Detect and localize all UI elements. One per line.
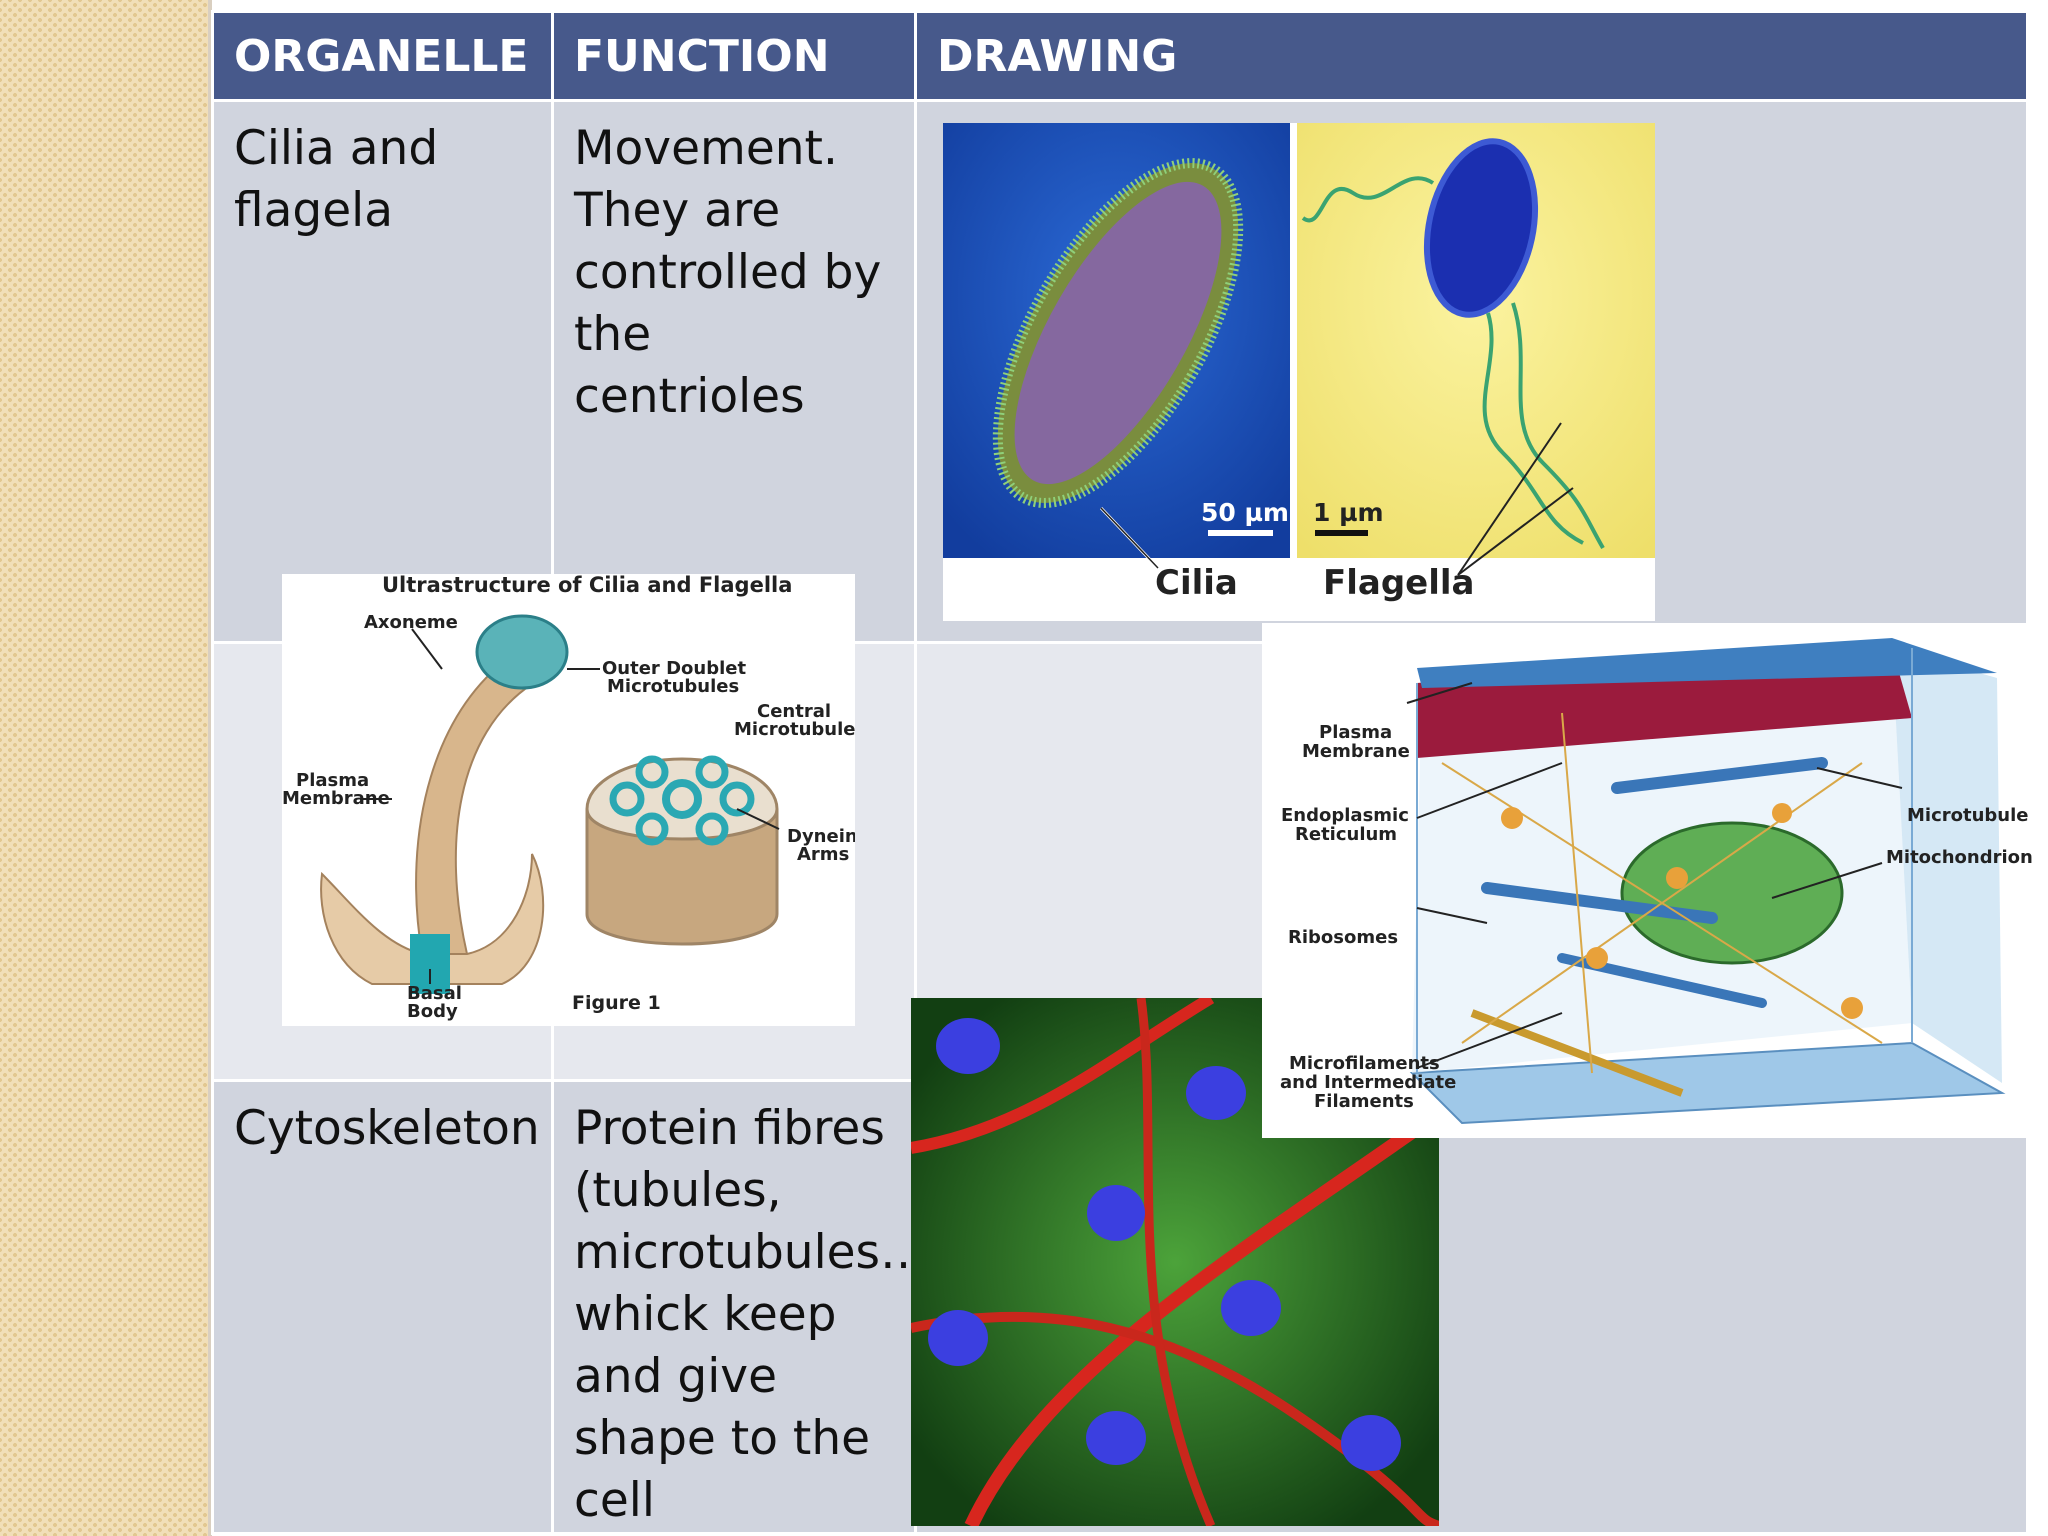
nucleus: [1186, 1066, 1246, 1120]
ultrastructure-figure: Ultrastructure of Cilia and Flagella Axo…: [282, 574, 855, 1026]
actin-fiber: [1136, 998, 1216, 1526]
outer-doublet-label: Outer Doublet: [602, 658, 746, 679]
microtubule-label: Microtubule: [1907, 805, 2029, 826]
outer-doublet-label: Microtubules: [607, 676, 739, 697]
top-plate: [1417, 638, 1997, 688]
dynein-label: Arms: [797, 844, 849, 865]
basal-label: Body: [407, 1001, 458, 1022]
er-label: Endoplasmic: [1281, 805, 1409, 826]
mitochondrion-label: Mitochondrion: [1886, 847, 2033, 868]
doublet-microtubule: [635, 755, 669, 789]
doublet-microtubule: [635, 812, 669, 846]
ultrastructure-svg: Ultrastructure of Cilia and Flagella Axo…: [282, 574, 855, 1022]
nucleus: [1086, 1411, 1146, 1465]
doublet-microtubule: [719, 781, 755, 817]
nucleus: [928, 1310, 988, 1366]
lower-plate: [1409, 1041, 2006, 1125]
microfilaments-label: and Intermediate: [1280, 1072, 1456, 1093]
scale-label: 50 µm: [1201, 498, 1289, 527]
central-microtubule: [662, 779, 702, 819]
microtubule-pointer: [1816, 767, 1903, 789]
er-pointer: [1416, 762, 1563, 819]
actin-fiber: [964, 1095, 1439, 1526]
flagellum: [1301, 176, 1435, 223]
ribosome: [1501, 807, 1523, 829]
micrograph-svg: 50 µm 1 µm Cilia Flagella: [943, 123, 1655, 603]
figure-title: Ultrastructure of Cilia and Flagella: [382, 574, 792, 597]
ribosome: [1772, 803, 1792, 823]
mitochondrion-shape: [1620, 821, 1844, 965]
ribosomes-label: Ribosomes: [1288, 927, 1398, 948]
plasma-label: Membrane: [1302, 741, 1410, 762]
plasma-membrane-shape: [320, 853, 545, 985]
intermediate-filament: [1561, 712, 1593, 1074]
paramecium-body: [1014, 181, 1222, 485]
flagella-pointer: [1457, 487, 1574, 576]
function-cell: Protein fibres (tubules, microtubules…) …: [551, 1079, 945, 1535]
flagellum: [1482, 312, 1584, 545]
plasma-label: Membrane: [282, 788, 390, 809]
nucleus: [1341, 1415, 1401, 1471]
scale-label: 1 µm: [1313, 498, 1384, 527]
flagella-pointer: [1457, 422, 1562, 576]
axoneme-end: [475, 614, 569, 690]
microfilaments-label: Microfilaments: [1289, 1053, 1440, 1074]
axoneme-label: Axoneme: [364, 612, 458, 633]
plasma-label: Plasma: [1319, 722, 1392, 743]
bacterium-cell: [1423, 138, 1539, 318]
table-header-row: ORGANELLE FUNCTION DRAWING: [211, 10, 2029, 102]
actin-fiber: [911, 998, 1215, 1154]
function-cell: Movement. They are controlled by the cen…: [551, 99, 917, 644]
header-drawing: DRAWING: [914, 10, 2029, 102]
central-label: Microtubules: [734, 719, 855, 740]
cube-side: [1892, 648, 2002, 1083]
microfilament-shape: [1470, 1009, 1684, 1097]
ribosome: [1841, 997, 1863, 1019]
dynein-pointer: [736, 808, 780, 830]
cilia-pointer: [1100, 507, 1159, 569]
nucleus: [1087, 1185, 1145, 1241]
border-divider: [208, 0, 212, 1536]
ribosome-pointer: [1416, 907, 1488, 924]
plasma-pointer: [1406, 682, 1473, 704]
header-function: FUNCTION: [551, 10, 917, 102]
cilia-label: Cilia: [1155, 563, 1238, 603]
mitochondrion-pointer: [1771, 862, 1883, 899]
decorative-border: [0, 0, 208, 1536]
doublet-microtubule: [695, 812, 729, 846]
organelle-cell: Cytoskeleton: [211, 1079, 554, 1535]
actin-fiber: [911, 1311, 1439, 1526]
nucleus: [936, 1018, 1000, 1074]
doublet-microtubule: [609, 781, 645, 817]
er-label: Reticulum: [1295, 824, 1397, 845]
organelle-cell: Cilia and flagela: [211, 99, 554, 644]
microtubule-shape: [1611, 757, 1828, 794]
header-organelle: ORGANELLE: [211, 10, 554, 102]
microfilaments-label: Filaments: [1314, 1091, 1414, 1112]
plasma-label: Plasma: [296, 770, 369, 791]
figure-number: Figure 1: [572, 992, 661, 1014]
ribosome: [1586, 947, 1608, 969]
basal-label: Basal: [407, 983, 462, 1004]
doublet-microtubule: [695, 755, 729, 789]
cytoskeleton-diagram: Plasma Membrane Endoplasmic Reticulum Ri…: [1262, 623, 2040, 1138]
flagella-label: Flagella: [1323, 563, 1474, 603]
microfilament-pointer: [1416, 1012, 1563, 1069]
intermediate-filament: [1461, 762, 1863, 1044]
ribosome: [1666, 867, 1688, 889]
cilia-flagella-micrograph: 50 µm 1 µm Cilia Flagella: [943, 123, 1655, 621]
flagellum: [1511, 302, 1605, 549]
cross-section-wall: [585, 808, 779, 946]
microtubule-shape: [1481, 882, 1718, 924]
central-label: Central: [757, 701, 831, 722]
axoneme-pointer: [411, 628, 443, 670]
dynein-label: Dynein: [787, 826, 855, 847]
cytoskeleton-svg: Plasma Membrane Endoplasmic Reticulum Ri…: [1280, 638, 2033, 1125]
nucleus: [1221, 1280, 1281, 1336]
